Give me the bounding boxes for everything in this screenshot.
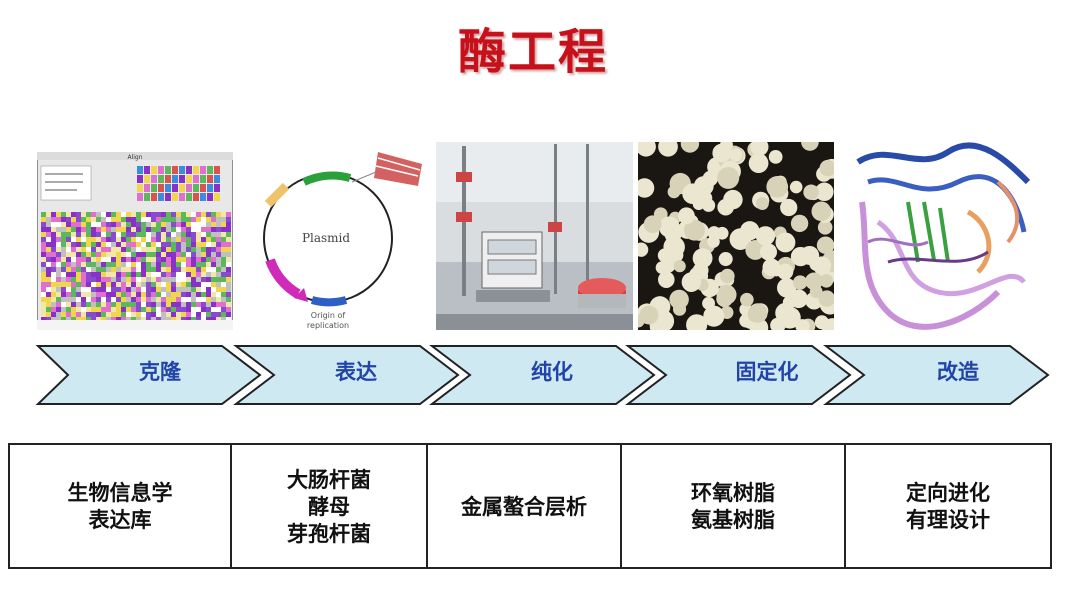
expression-plasmid-image: Plasmid Origin of replication [242, 142, 432, 330]
step-clone-label: 克隆 [139, 360, 181, 384]
detail-line: 金属螯合层析 [461, 493, 587, 519]
details-table: 生物信息学 表达库 大肠杆菌 酵母 芽孢杆菌 金属螯合层析 环氧树脂 氨基树脂 … [8, 443, 1052, 569]
detail-cell-purify: 金属螯合层析 [428, 445, 622, 567]
plasmid-label: Plasmid [302, 231, 350, 245]
purification-lab-image [436, 142, 633, 330]
detail-cell-immobilize: 环氧树脂 氨基树脂 [622, 445, 846, 567]
alignment-window-title: Align [127, 154, 142, 161]
origin-label-1: Origin of [311, 311, 346, 320]
modification-protein-image [848, 142, 1038, 330]
chevron-arrow [625, 345, 852, 405]
detail-cell-express: 大肠杆菌 酵母 芽孢杆菌 [232, 445, 428, 567]
step-modify-label: 改造 [937, 360, 979, 384]
detail-line: 环氧树脂 [691, 480, 775, 505]
detail-line: 芽孢杆菌 [287, 520, 371, 546]
chevron-arrow [233, 345, 460, 405]
detail-line: 氨基树脂 [691, 507, 775, 532]
detail-line: 定向进化 [906, 480, 990, 505]
chevron-arrow [429, 345, 656, 405]
process-flow [35, 345, 1050, 405]
cloning-alignment-image: Align [37, 142, 233, 330]
detail-line: 生物信息学 [67, 480, 173, 505]
detail-cell-clone: 生物信息学 表达库 [10, 445, 232, 567]
step-immobilize-label: 固定化 [735, 360, 799, 384]
step-purify-label: 纯化 [531, 360, 573, 384]
detail-cell-modify: 定向进化 有理设计 [846, 445, 1050, 567]
detail-line: 表达库 [88, 507, 152, 532]
chevron-arrow [823, 345, 1050, 405]
page-title: 酶工程 [457, 24, 608, 80]
origin-label-2: replication [307, 321, 349, 330]
detail-line: 有理设计 [906, 507, 990, 532]
detail-line: 酵母 [308, 493, 350, 519]
chevron-arrow [35, 345, 262, 405]
step-express-label: 表达 [335, 360, 377, 384]
immobilization-beads-image [638, 142, 834, 330]
detail-line: 大肠杆菌 [287, 466, 371, 492]
